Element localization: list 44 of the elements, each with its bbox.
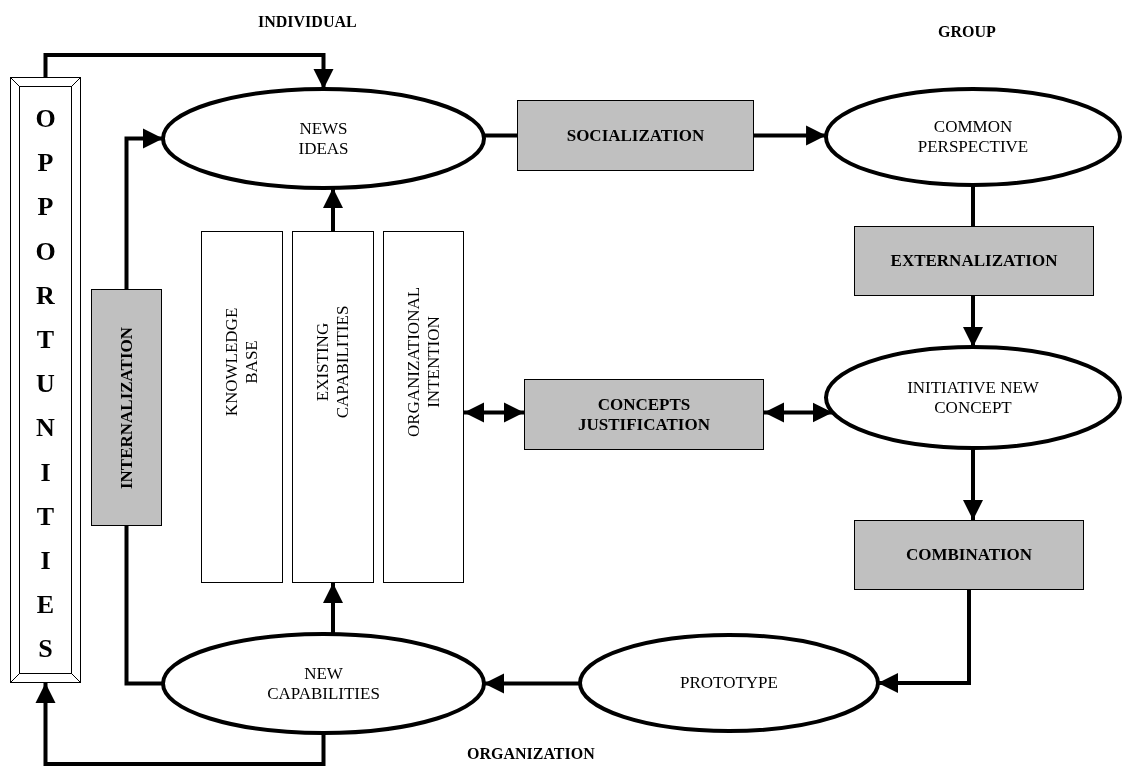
arrow xyxy=(124,128,163,289)
vertical-banner xyxy=(10,77,81,683)
process-box xyxy=(854,520,1084,590)
arrow xyxy=(323,187,343,231)
vertical-box xyxy=(201,231,283,583)
arrow xyxy=(963,448,983,520)
box-label: CONCEPTS JUSTIFICATION xyxy=(577,394,711,435)
box-label: INTERNALIZATION xyxy=(116,326,137,489)
node-label: PROTOTYPE xyxy=(679,672,779,694)
node-label: COMMON PERSPECTIVE xyxy=(916,116,1030,158)
box-label: ORGANIZATIONAL INTENTION xyxy=(403,285,444,440)
vertical-box xyxy=(292,231,374,583)
node-label: NEWS IDEAS xyxy=(297,118,350,159)
node-label: INITIATIVE NEW CONCEPT xyxy=(906,377,1040,418)
section-heading: INDIVIDUAL xyxy=(258,13,357,31)
connector-line xyxy=(971,185,975,226)
process-box xyxy=(91,289,162,526)
node-label: NEW CAPABILITIES xyxy=(266,663,381,704)
arrow xyxy=(878,590,971,693)
arrow xyxy=(764,402,833,423)
box-label: EXISTING CAPABILITIES xyxy=(312,304,353,421)
process-box xyxy=(524,379,764,450)
ellipse-node xyxy=(161,87,486,190)
box-label: COMBINATION xyxy=(904,544,1034,566)
ellipse-node xyxy=(824,345,1122,450)
arrow xyxy=(464,402,524,423)
ellipse-node xyxy=(824,87,1122,187)
process-box xyxy=(517,100,754,171)
arrow xyxy=(963,296,983,347)
box-label: SOCIALIZATION xyxy=(565,125,706,146)
arrow xyxy=(43,53,334,89)
vertical-box xyxy=(383,231,464,583)
arrow xyxy=(35,683,326,766)
arrow xyxy=(323,583,343,635)
connector-line xyxy=(124,526,163,686)
ellipse-node xyxy=(578,633,880,733)
process-box xyxy=(854,226,1094,296)
section-heading: ORGANIZATION xyxy=(467,745,595,763)
box-label: EXTERNALIZATION xyxy=(889,250,1059,272)
arrow xyxy=(484,673,580,694)
ellipse-node xyxy=(161,632,486,735)
banner-text: OPPORTUNITIES xyxy=(34,103,57,666)
box-label: KNOWLEDGE BASE xyxy=(221,306,262,419)
section-heading: GROUP xyxy=(938,23,996,41)
